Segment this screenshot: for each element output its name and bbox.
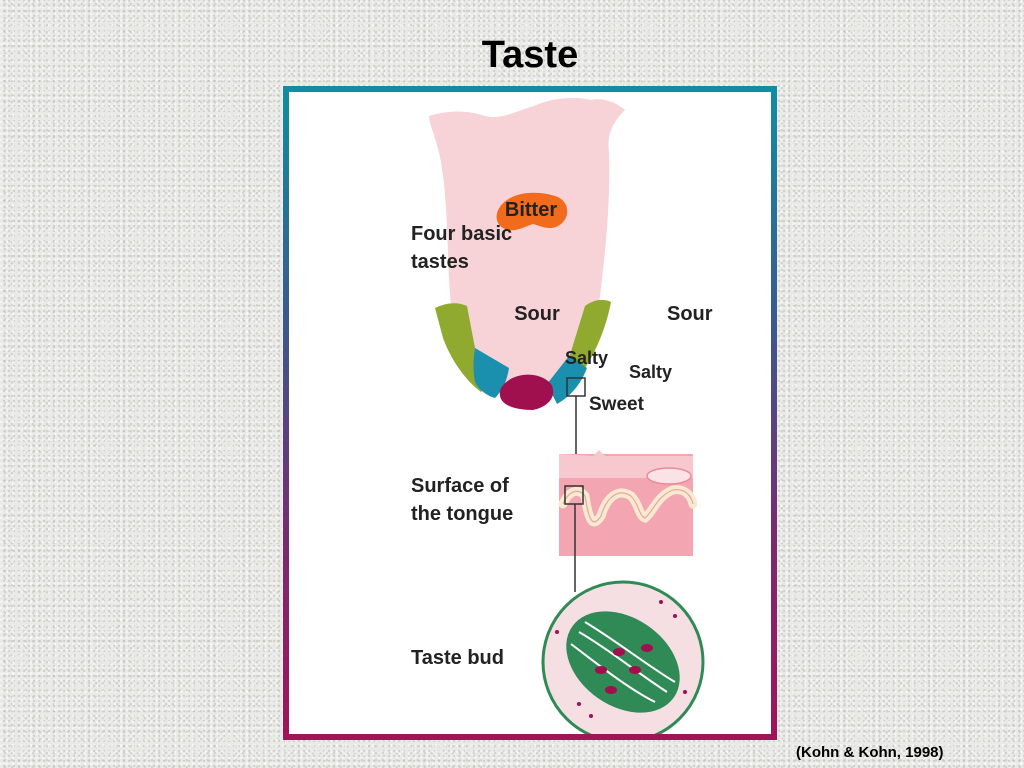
sour-right-label: Sour — [667, 303, 713, 325]
sweet-label: Sweet — [589, 394, 645, 415]
sweet-region — [499, 374, 554, 410]
surface-label-line1: Surface of — [411, 475, 509, 497]
taste-diagram: Bitter Sour Sour Salty Salty Sweet Four … — [411, 98, 713, 734]
salty-left-region — [473, 348, 509, 398]
slide-title: Taste — [481, 34, 579, 76]
citation: (Kohn & Kohn, 1998) — [796, 744, 944, 761]
diagram-frame: Bitter Sour Sour Salty Salty Sweet Four … — [283, 86, 777, 740]
tongue-shape — [429, 98, 625, 398]
sour-left-label: Sour — [514, 303, 560, 325]
zoom-callout-surface — [564, 485, 584, 592]
bitter-label: Bitter — [505, 199, 557, 221]
four-basic-label-line1: Four basic — [411, 223, 512, 245]
four-basic-label-line2: tastes — [411, 251, 469, 273]
taste-bud-label: Taste bud — [411, 647, 504, 669]
surface-label-line2: the tongue — [411, 503, 513, 525]
taste-bud-illustration — [541, 580, 705, 734]
tongue-surface-illustration — [558, 450, 698, 556]
diagram-panel: Bitter Sour Sour Salty Salty Sweet Four … — [289, 92, 771, 734]
sour-right-region — [569, 299, 611, 368]
salty-right-label: Salty — [629, 362, 672, 382]
bitter-region — [496, 192, 568, 231]
salty-left-label: Salty — [565, 348, 608, 368]
